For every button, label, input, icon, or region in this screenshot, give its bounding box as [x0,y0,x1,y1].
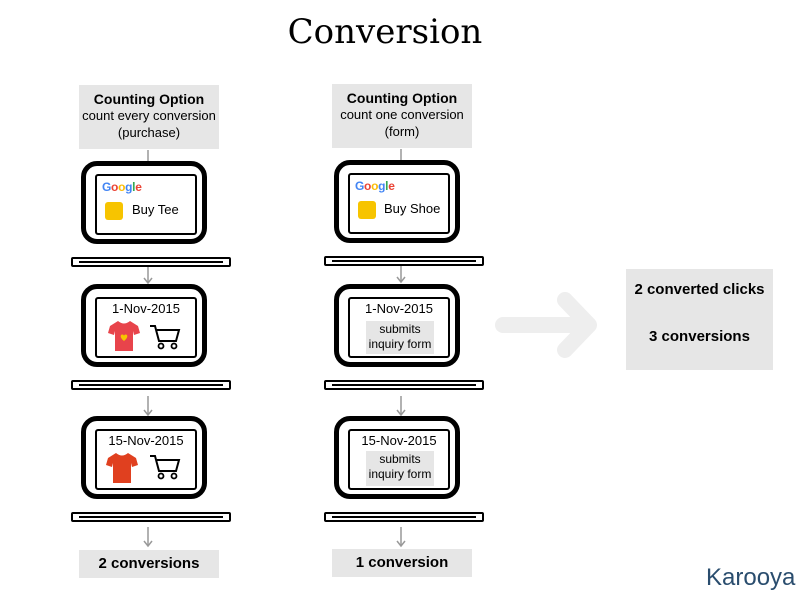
left-result: 2 conversions [79,550,219,578]
action-line1: submits [379,452,421,466]
left-option-heading: Counting Option [93,91,205,107]
right-option-line1: count one conversion [340,107,464,122]
tshirt-icon [106,453,138,483]
right-counting-option: Counting Option count one conversion (fo… [332,84,472,148]
cart-icon [150,455,181,480]
right-date-1: 1-Nov-2015 [365,301,433,316]
right-laptop-ad: Google Buy Shoe [324,160,484,268]
laptop-base [324,256,484,266]
right-result: 1 conversion [332,549,472,577]
left-laptop-purchase-2: 15-Nov-2015 [71,416,231,524]
laptop-screen: 1-Nov-2015 submits inquiry form [334,284,460,367]
left-date-2: 15-Nov-2015 [108,433,184,448]
left-laptop-ad: Google Buy Tee [71,161,231,269]
laptop-base [324,380,484,390]
action-line2: inquiry form [368,467,432,481]
laptop-screen: 1-Nov-2015 [81,284,207,367]
laptop-base [71,257,231,267]
left-ad-text: Buy Tee [132,202,179,217]
summary-clicks: 2 converted clicks [634,281,765,298]
right-laptop-form-2: 15-Nov-2015 submits inquiry form [324,416,484,524]
laptop-screen: Google Buy Shoe [334,160,460,243]
laptop-screen: 15-Nov-2015 submits inquiry form [334,416,460,499]
diagram-title: Conversion [287,12,483,52]
google-logo: Google [355,179,395,193]
right-date-2: 15-Nov-2015 [361,433,437,448]
form-submission-box: submits inquiry form [366,451,434,486]
laptop-base [71,380,231,390]
right-option-heading: Counting Option [346,90,458,106]
ad-icon [358,201,376,219]
form-submission-box: submits inquiry form [366,321,434,354]
ad-icon [105,202,123,220]
left-option-line1: count every conversion [82,108,216,123]
laptop-screen: Google Buy Tee [81,161,207,244]
left-laptop-purchase-1: 1-Nov-2015 [71,284,231,392]
laptop-base [324,512,484,522]
right-ad-text: Buy Shoe [384,201,441,216]
right-laptop-form-1: 1-Nov-2015 submits inquiry form [324,284,484,392]
cart-icon [150,325,181,350]
left-date-1: 1-Nov-2015 [112,301,180,316]
summary-conversions: 3 conversions [649,328,750,345]
action-line1: submits [379,322,421,336]
brand-logo: Karooya [706,564,796,591]
left-counting-option: Counting Option count every conversion (… [79,85,219,149]
google-logo: Google [102,180,142,194]
right-option-line2: (form) [384,124,420,139]
arrow-right-icon [495,292,597,358]
tshirt-icon [108,321,140,351]
summary-box: 2 converted clicks 3 conversions [626,269,773,370]
laptop-base [71,512,231,522]
laptop-screen: 15-Nov-2015 [81,416,207,499]
left-option-line2: (purchase) [117,125,181,140]
action-line2: inquiry form [368,337,432,351]
